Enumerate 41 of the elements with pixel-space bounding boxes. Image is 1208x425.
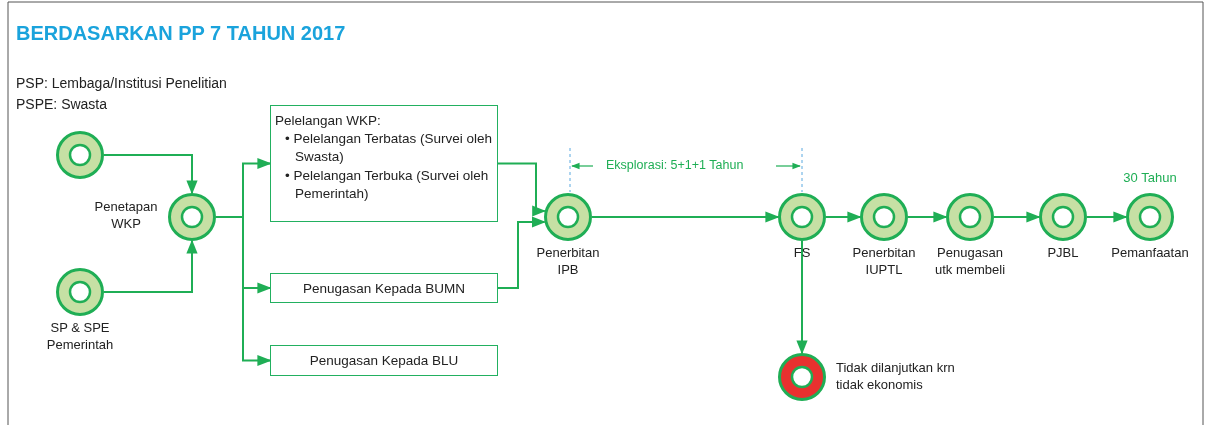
node-caption: SP & SPE Pemerintah <box>45 320 115 354</box>
node-caption: PJBL <box>1046 245 1080 262</box>
label-text: Eksplorasi: 5+1+1 Tahun <box>606 158 744 172</box>
node-caption: Penetapan WKP <box>93 199 159 233</box>
ring-node <box>55 267 105 317</box>
arrow <box>907 211 948 223</box>
ring-node <box>945 192 995 242</box>
label-text: 30 Tahun <box>1122 170 1178 185</box>
ring-node <box>777 192 827 242</box>
title: BERDASARKAN PP 7 TAHUN 2017 <box>16 22 346 45</box>
box-heading: Pelelangan WKP: <box>275 112 382 130</box>
arrow <box>497 216 546 289</box>
process-box <box>270 273 498 303</box>
arrow <box>103 154 198 195</box>
ring-node <box>55 130 105 180</box>
node-caption: Penugasan utk membeli <box>933 245 1007 279</box>
node-caption: Pemanfaatan <box>1110 245 1190 262</box>
box-text: Penugasan Kepada BUMN <box>302 280 466 296</box>
arrow <box>993 211 1041 223</box>
ring-node <box>859 192 909 242</box>
arrow <box>591 211 780 223</box>
ring-node <box>543 192 593 242</box>
arrow <box>215 216 272 367</box>
arrow <box>1086 211 1128 223</box>
bullet-item: • Pelelangan Terbatas (Survei oleh Swasta) <box>285 130 493 167</box>
node-caption: Tidak dilanjutkan krn tidak ekonomis <box>836 360 956 394</box>
label-text: PSP: Lembaga/Institusi Penelitian <box>16 75 227 91</box>
ring-node <box>167 192 217 242</box>
ring-node <box>777 352 827 402</box>
node-caption: Penerbitan IUPTL <box>851 245 917 279</box>
label-text: PSPE: Swasta <box>16 96 108 112</box>
arrow <box>497 162 547 217</box>
process-box <box>270 105 498 222</box>
box-text: Penugasan Kepada BLU <box>309 353 459 368</box>
arrow <box>103 239 198 293</box>
ring-node <box>1038 192 1088 242</box>
arrow <box>825 211 862 223</box>
node-caption: Penerbitan IPB <box>535 245 601 279</box>
ring-node <box>1125 192 1175 242</box>
bullet-item: • Pelelangan Terbuka (Survei oleh Pemerintah) <box>285 166 490 203</box>
process-box <box>270 345 498 376</box>
